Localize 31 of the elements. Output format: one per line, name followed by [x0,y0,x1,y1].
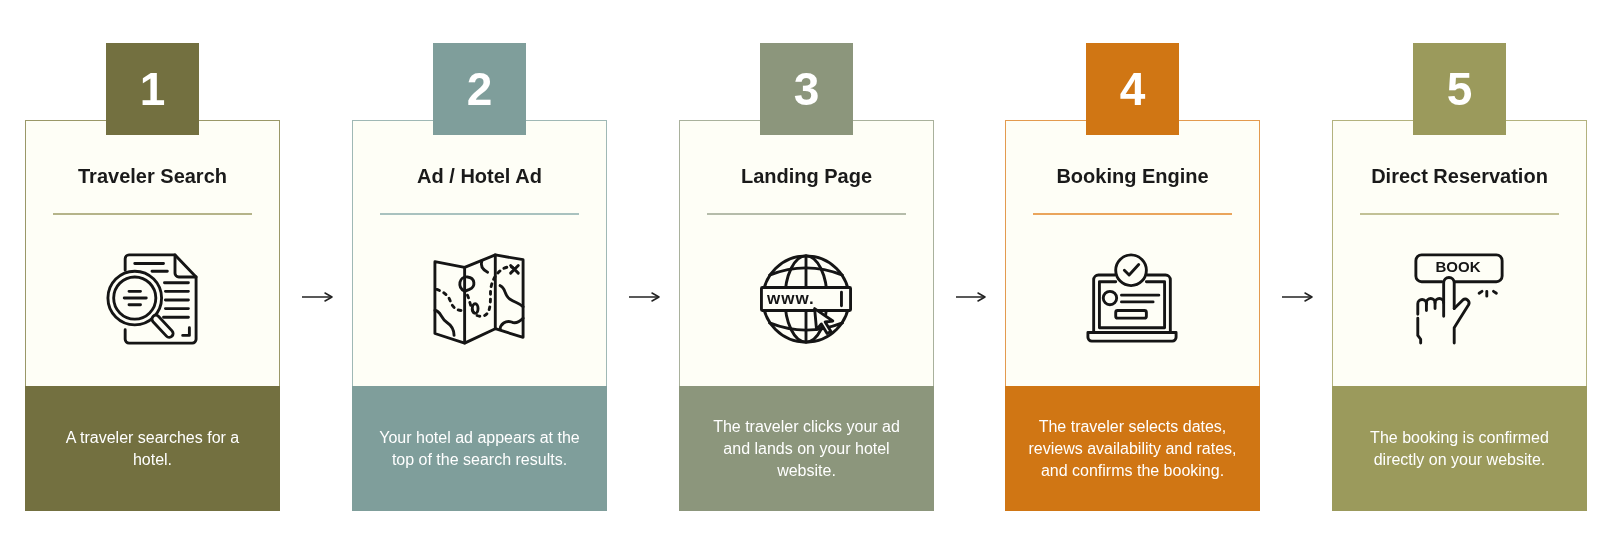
step-card [1332,120,1587,511]
arrow [628,292,660,302]
step-card [352,120,607,511]
step-description: The traveler clicks your ad and lands on your hotel website. [712,416,901,481]
description-panel [1332,386,1587,511]
step-description: Your hotel ad appears at the top of the search results. [378,427,581,470]
step-description: A traveler searches for a hotel. [64,427,241,470]
step-number-badge: 3 [760,43,853,135]
step-title: Direct Reservation [1371,164,1548,189]
description-panel [25,386,280,511]
step-title: Landing Page [740,164,873,189]
arrow [1281,292,1313,302]
step-title: Booking Engine [1056,164,1209,189]
step-number-badge: 4 [1086,43,1179,135]
description-panel [352,386,607,511]
step-description: The traveler selects dates, reviews availability and rates, and confirms the booking. [1027,416,1238,481]
step-number-badge: 2 [433,43,526,135]
arrow [301,292,333,302]
description-panel [1005,386,1260,511]
step-card [679,120,934,511]
step-number-badge: 5 [1413,43,1506,135]
step-title: Ad / Hotel Ad [417,164,542,189]
description-panel [679,386,934,511]
icon-label: www. [767,288,815,310]
step-description: The booking is confirmed directly on your website. [1369,427,1550,470]
step-card [25,120,280,511]
step-title: Traveler Search [78,164,227,189]
step-number-badge: 1 [106,43,199,135]
arrow [955,292,986,302]
icon-label: BOOK [1434,257,1482,277]
step-card [1005,120,1260,511]
